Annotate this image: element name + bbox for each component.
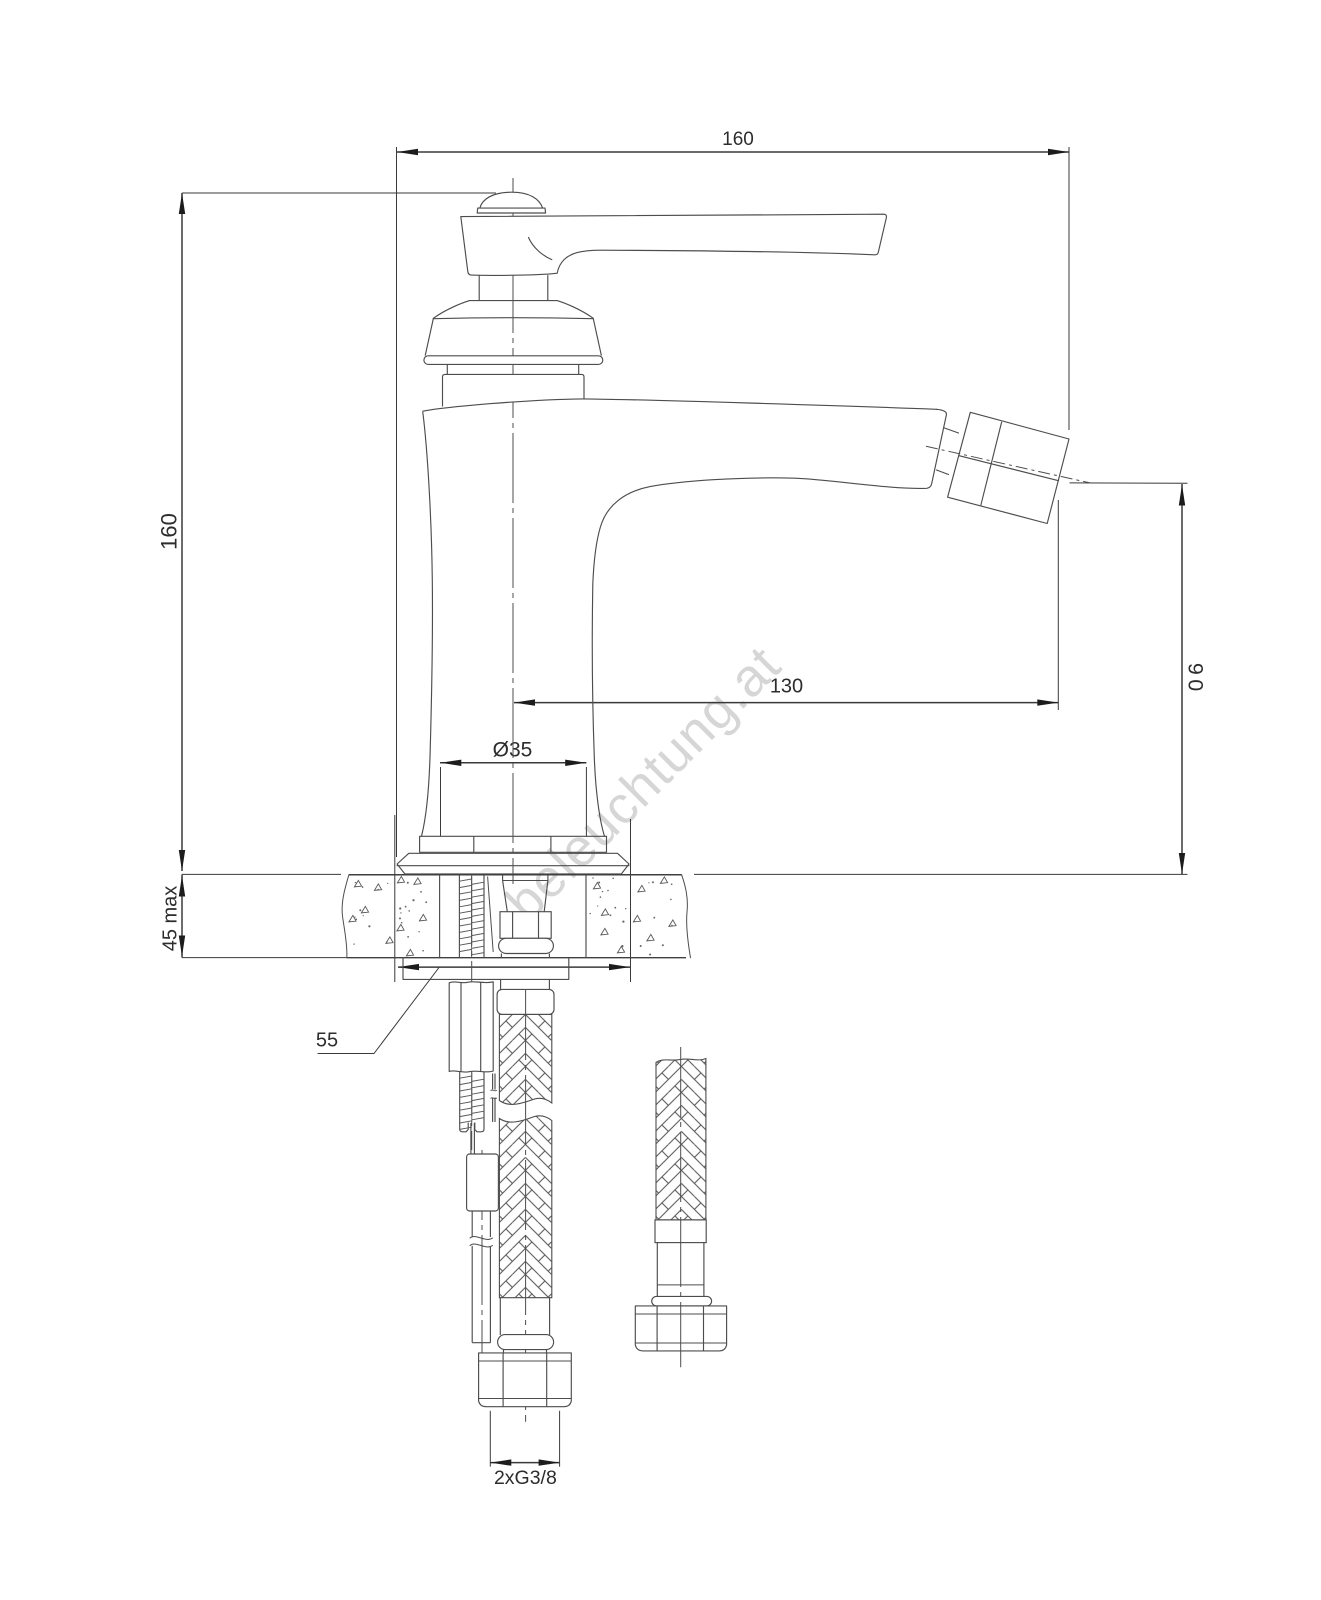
svg-text:55: 55 — [316, 1030, 338, 1052]
svg-text:160: 160 — [157, 513, 182, 550]
svg-text:45 max: 45 max — [160, 886, 182, 952]
svg-text:130: 130 — [770, 676, 803, 698]
svg-text:2xG3/8: 2xG3/8 — [494, 1467, 557, 1489]
svg-text:160: 160 — [722, 129, 754, 150]
svg-text:90: 90 — [1184, 663, 1208, 696]
